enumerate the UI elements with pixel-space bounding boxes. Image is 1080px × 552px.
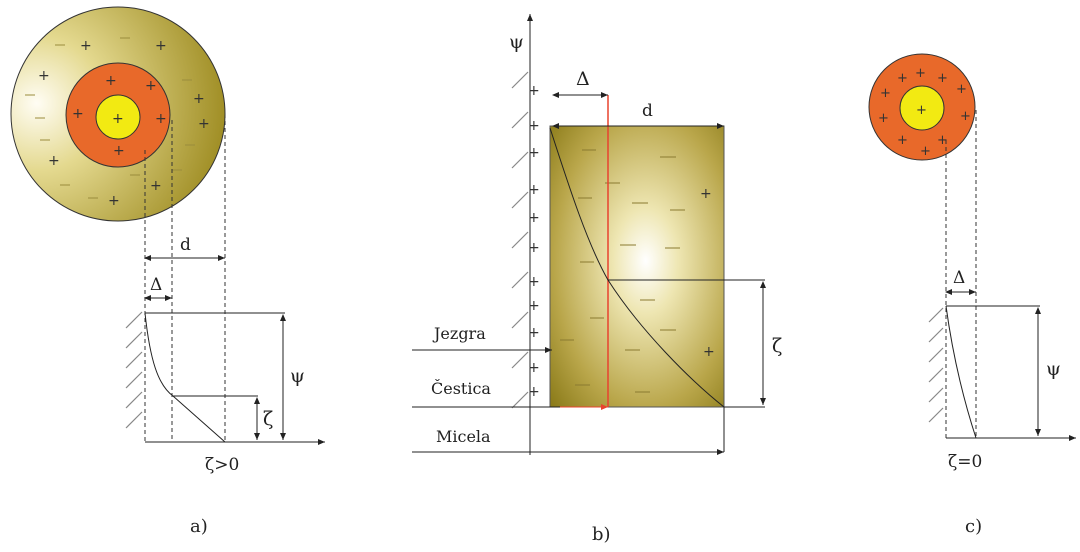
plus-sign: +: [937, 71, 948, 86]
plus-sign: +: [528, 118, 540, 134]
zeta-positive-label: ζ>0: [205, 455, 239, 475]
plus-sign: +: [528, 83, 540, 99]
d-label: d: [642, 101, 653, 121]
psi-label: ψ: [290, 365, 305, 387]
plus-sign: +: [897, 133, 908, 148]
psi-label: ψ: [509, 31, 524, 53]
delta-label: Δ: [150, 275, 162, 295]
panel-b-caption: b): [592, 524, 611, 545]
d-label: d: [180, 235, 191, 255]
plus-sign: +: [155, 38, 167, 54]
psi-label: ψ: [1046, 358, 1061, 380]
charges-b: + + + + + + + + + + +: [528, 83, 540, 400]
plus-sign: +: [528, 360, 540, 376]
plus-sign: +: [72, 106, 84, 122]
plus-sign: +: [528, 298, 540, 314]
plus-sign: +: [112, 111, 124, 127]
plus-sign: +: [878, 111, 889, 126]
wall-hatching-a: [125, 311, 143, 429]
plus-sign: +: [956, 82, 967, 97]
potential-curve-a: [144, 312, 226, 443]
plus-sign: +: [528, 384, 540, 400]
plus-sign: +: [703, 344, 715, 360]
panel-b: ψ + + + + + + +: [412, 14, 782, 545]
core-circle-c: [899, 85, 945, 131]
plus-sign: +: [108, 193, 120, 209]
wall-hatching-c: [928, 307, 944, 423]
core-circle-a: [95, 94, 141, 140]
plus-sign: +: [897, 71, 908, 86]
plus-sign: +: [80, 38, 92, 54]
plus-sign: +: [150, 178, 162, 194]
plus-sign: +: [198, 116, 210, 132]
zeta-label: ζ: [772, 335, 782, 357]
panel-a: + + + + + + + + + + + + + +: [10, 6, 325, 537]
panel-c: + + + + + + + + + + + Δ ψ ζ=0 c): [868, 53, 1076, 537]
plus-sign: +: [937, 133, 948, 148]
panel-a-caption: a): [190, 516, 208, 537]
charges-c: + + + + + + + + + + +: [878, 66, 971, 159]
diffuse-layer-rect: [549, 125, 725, 408]
plus-sign: +: [880, 86, 891, 101]
plus-sign: +: [528, 325, 540, 341]
plus-sign: +: [38, 68, 50, 84]
minus-dashes-b: [560, 149, 685, 393]
potential-curve-c: [945, 305, 977, 439]
wall-hatching-b: [511, 71, 529, 409]
delta-label: Δ: [953, 268, 965, 288]
plus-sign: +: [48, 153, 60, 169]
plus-sign: +: [113, 143, 125, 159]
plus-sign: +: [700, 186, 712, 202]
plus-sign: +: [155, 111, 167, 127]
delta-label: Δ: [576, 68, 590, 90]
plus-sign: +: [916, 103, 927, 118]
plus-sign: +: [960, 109, 971, 124]
plus-sign: +: [105, 73, 117, 89]
plus-sign: +: [193, 91, 205, 107]
plus-sign: +: [528, 210, 540, 226]
minus-dashes-a: [25, 37, 195, 199]
plus-sign: +: [145, 78, 157, 94]
plus-sign: +: [528, 182, 540, 198]
plus-sign: +: [528, 145, 540, 161]
charges-a: + + + + + + + + + + + + + +: [38, 38, 210, 209]
plus-sign: +: [528, 240, 540, 256]
panel-c-caption: c): [965, 516, 982, 537]
zeta-zero-label: ζ=0: [948, 452, 982, 472]
plus-sign: +: [915, 66, 926, 81]
plus-sign: +: [528, 274, 540, 290]
core-label: Jezgra: [432, 324, 486, 343]
particle-label: Čestica: [431, 378, 491, 398]
zeta-label: ζ: [263, 408, 273, 430]
micelle-label: Micela: [436, 427, 491, 446]
plus-sign: +: [920, 144, 931, 159]
